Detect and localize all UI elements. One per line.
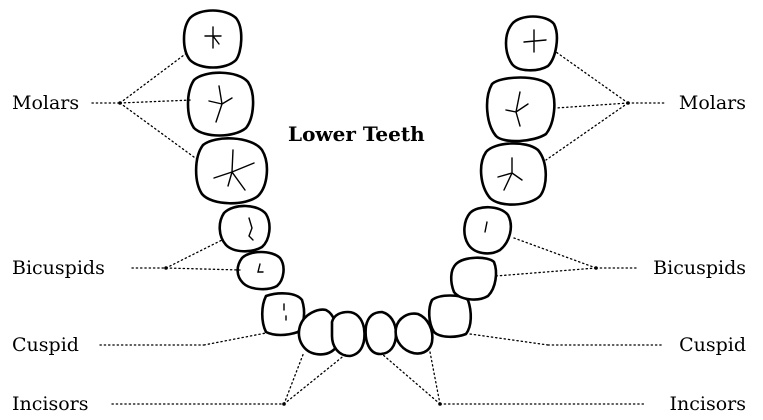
right-bicuspid-second — [463, 205, 513, 255]
left-cuspid — [260, 292, 306, 337]
leaders-right — [381, 51, 667, 406]
label-bicuspids-right: Bicuspids — [653, 257, 746, 279]
right-molar-third — [504, 15, 559, 72]
left-bicuspid-second — [218, 204, 271, 253]
label-cuspid-right: Cuspid — [679, 334, 746, 356]
leaders-left — [91, 51, 347, 406]
right-molar-first — [479, 142, 548, 206]
right-bicuspid-first — [449, 256, 498, 301]
label-incisors-right: Incisors — [670, 393, 746, 415]
right-incisor-lateral — [394, 312, 434, 355]
left-bicuspid-first — [236, 250, 285, 291]
label-molars-right: Molars — [679, 92, 746, 114]
left-molar-first — [194, 137, 269, 205]
left-incisor-central — [330, 310, 366, 358]
right-incisor-central — [364, 310, 398, 356]
left-molar-second — [186, 71, 255, 137]
diagram-title: Lower Teeth — [288, 122, 425, 146]
label-incisors-left: Incisors — [12, 393, 88, 415]
label-molars-left: Molars — [12, 92, 79, 114]
right-molar-second — [485, 76, 556, 143]
right-cuspid — [427, 294, 473, 339]
label-bicuspids-left: Bicuspids — [12, 257, 105, 279]
label-cuspid-left: Cuspid — [12, 334, 79, 356]
left-molar-third — [182, 9, 243, 69]
